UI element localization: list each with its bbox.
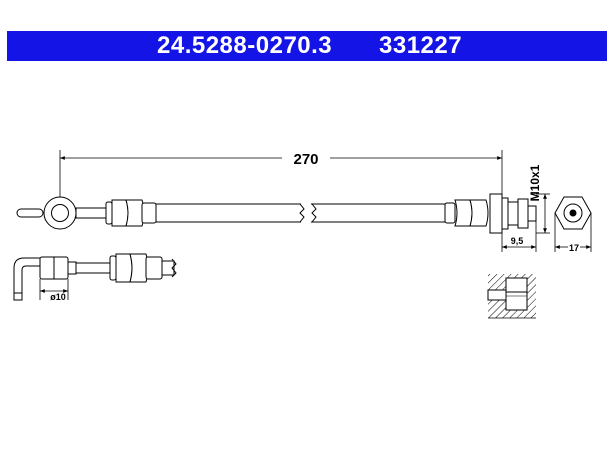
eye-diameter-label: ø10 [50,292,66,302]
thread-label: M10x1 [528,164,542,201]
article-number: 331227 [379,32,463,59]
thread-dimension [536,193,550,234]
fitting-width-dimension [501,221,537,252]
part-number: 24.5288-0270.3 [157,32,333,59]
hose-top-view [16,193,537,234]
side-view-break [171,258,177,278]
hex-size-dimension [554,213,592,252]
hose-break-mark [299,202,317,224]
hose-side-view [13,253,175,301]
hex-size-label: 17 [569,243,579,253]
hex-end-view [554,196,592,230]
fitting-width-label: 9,5 [511,236,524,246]
port-section-view [487,274,536,319]
length-label: 270 [293,151,318,168]
eye-diameter-dimension [39,279,69,300]
title-bar: 24.5288-0270.3 331227 [7,31,607,61]
